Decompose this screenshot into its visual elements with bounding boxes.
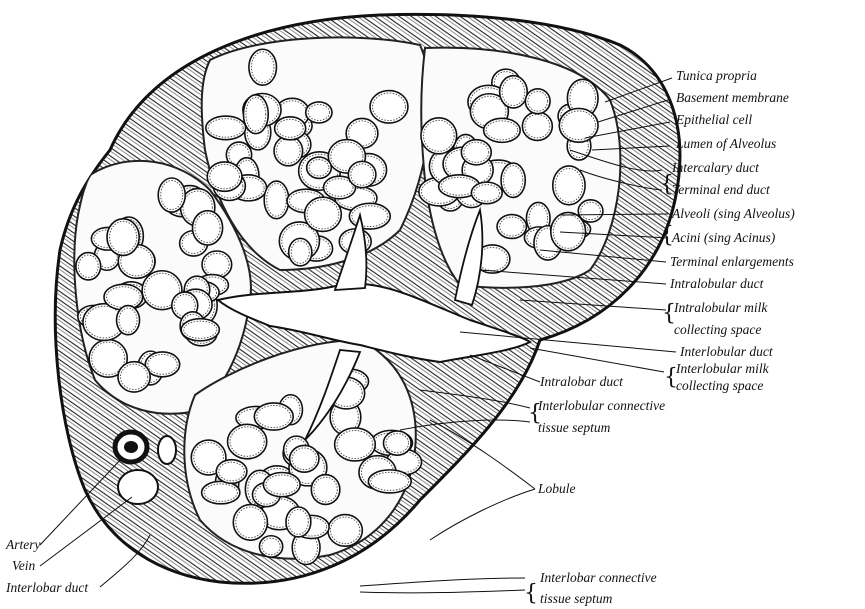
- alveolus-lumen: [525, 114, 550, 138]
- alveolus-lumen: [308, 104, 329, 120]
- alveolus-lumen: [309, 160, 329, 176]
- alveolus-lumen: [267, 184, 287, 217]
- label-interlobar-ct-2: tissue septum: [540, 591, 613, 606]
- alveolus-lumen: [236, 507, 265, 538]
- alveolus-lumen: [502, 78, 525, 105]
- alveolus-lumen: [314, 477, 338, 502]
- label-terminal-enlargements: Terminal enlargements: [670, 254, 794, 269]
- label-artery: Artery: [5, 537, 41, 552]
- label-basement-membrane: Basement membrane: [676, 90, 789, 105]
- label-interlobular-ct-2: tissue septum: [538, 420, 611, 435]
- alveolus-lumen: [291, 241, 309, 263]
- alveolus-lumen: [208, 119, 243, 138]
- alveolus-lumen: [277, 119, 303, 137]
- alveolus-lumen: [555, 168, 582, 202]
- label-acini: Acini (sing Acinus): [671, 230, 776, 245]
- alveolus-lumen: [210, 164, 240, 188]
- alveolus-lumen: [351, 164, 374, 185]
- label-intralobar-duct: Intralobar duct: [539, 374, 624, 389]
- label-interlobar-ct-1: Interlobar connective: [539, 570, 657, 585]
- alveolus-lumen: [257, 405, 291, 427]
- alveolus-lumen: [562, 111, 596, 140]
- alveolus-lumen: [184, 321, 217, 338]
- alveolus-lumen: [78, 255, 98, 277]
- label-lobule: Lobule: [537, 481, 576, 496]
- alveolus-lumen: [371, 472, 409, 490]
- label-intralobular-milk-2: collecting space: [674, 322, 761, 337]
- alveolus-lumen: [161, 181, 183, 210]
- alveolus-lumen: [292, 448, 316, 470]
- alveolus-lumen: [288, 510, 308, 535]
- alveolus-lumen: [251, 52, 274, 83]
- alveolus-lumen: [423, 120, 454, 151]
- alveolus-lumen: [474, 185, 500, 202]
- label-vein: Vein: [12, 558, 35, 573]
- alveolus-lumen: [500, 217, 524, 236]
- vein-shape: [118, 470, 158, 504]
- alveolus-lumen: [330, 517, 359, 544]
- label-intralobular-milk-1: Intralobular milk: [673, 300, 768, 315]
- alveolus-lumen: [528, 91, 548, 111]
- alveolus-lumen: [326, 179, 353, 197]
- alveolus-lumen: [109, 221, 136, 253]
- interlobar-duct-shape: [158, 436, 176, 464]
- label-intercalary-duct: Intercalary duct: [671, 160, 760, 175]
- label-interlobular-milk-1: Interlobular milk: [675, 361, 770, 376]
- label-lumen-of-alveolus: Lumen of Alveolus: [675, 136, 776, 151]
- alveolus-lumen: [373, 93, 406, 121]
- alveolus-lumen: [106, 287, 140, 308]
- alveolus-lumen: [553, 215, 583, 248]
- alveolus-lumen: [277, 139, 301, 164]
- alveolus-lumen: [219, 462, 245, 481]
- alveolus-lumen: [230, 427, 264, 457]
- label-interlobular-milk-2: collecting space: [676, 378, 763, 393]
- label-terminal-end-duct: Terminal end duct: [672, 182, 771, 197]
- alveolus-lumen: [148, 354, 177, 374]
- alveolus-lumen: [204, 484, 237, 502]
- alveolus-lumen: [266, 475, 298, 494]
- alveolus-lumen: [464, 142, 489, 162]
- alveolus-lumen: [205, 253, 230, 275]
- label-epithelial-cell: Epithelial cell: [675, 112, 752, 127]
- label-alveoli: Alveoli (sing Alveolus): [671, 206, 795, 221]
- alveolus-lumen: [486, 121, 518, 140]
- alveolus-lumen: [337, 430, 373, 458]
- label-intralobular-duct: Intralobular duct: [669, 276, 765, 291]
- alveolus-lumen: [195, 213, 220, 242]
- alveolus-lumen: [246, 97, 266, 131]
- alveolus-lumen: [307, 200, 339, 229]
- alveolus-lumen: [504, 166, 523, 195]
- alveolus-lumen: [120, 364, 147, 389]
- alveolus-lumen: [386, 434, 409, 453]
- alveolus-lumen: [581, 202, 601, 219]
- label-interlobar-duct: Interlobar duct: [5, 580, 89, 595]
- alveolus-lumen: [262, 538, 280, 554]
- label-interlobular-ct-1: Interlobular connective: [537, 398, 665, 413]
- alveolus-lumen: [119, 308, 137, 332]
- label-interlobular-duct: Interlobular duct: [679, 344, 774, 359]
- label-tunica-propria: Tunica propria: [676, 68, 757, 83]
- svg-text:{: {: [524, 581, 538, 606]
